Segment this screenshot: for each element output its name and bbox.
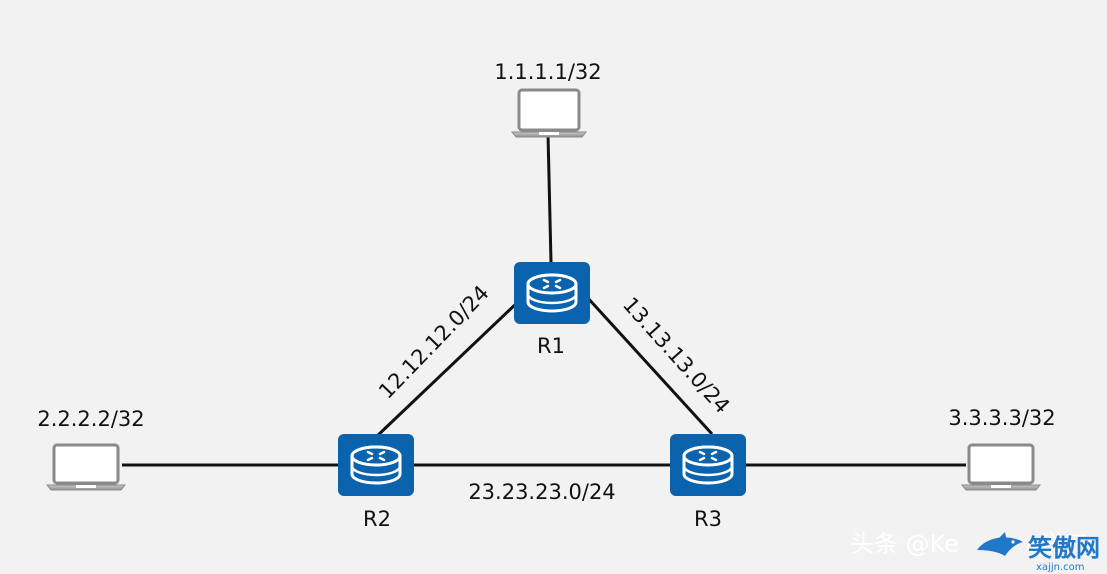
router-r2[interactable] bbox=[338, 434, 414, 496]
host-left-label: 2.2.2.2/32 bbox=[37, 407, 144, 431]
host-right-label: 3.3.3.3/32 bbox=[948, 406, 1055, 430]
laptop-icon bbox=[45, 443, 127, 491]
router-r3[interactable] bbox=[670, 434, 746, 496]
host-top-label: 1.1.1.1/32 bbox=[494, 60, 601, 84]
host-top-laptop[interactable] bbox=[510, 88, 588, 138]
router-r1[interactable] bbox=[514, 262, 590, 324]
link-r2-r3-label: 23.23.23.0/24 bbox=[468, 480, 615, 504]
laptop-icon bbox=[510, 88, 588, 138]
watermark-text-tail: a bbox=[1025, 530, 1040, 558]
shark-logo-icon bbox=[977, 532, 1023, 556]
host-right-laptop[interactable] bbox=[960, 443, 1042, 491]
link-r1-r3-label: 13.13.13.0/24 bbox=[618, 293, 734, 419]
watermark: 头条 @Ke a 说IT 笑傲网 xajjn.com bbox=[850, 530, 1100, 573]
link-r1-r3 bbox=[584, 294, 714, 436]
router-icon bbox=[338, 434, 414, 496]
router-r3-label: R3 bbox=[694, 507, 722, 531]
router-icon bbox=[514, 262, 590, 324]
router-r1-label: R1 bbox=[537, 334, 565, 358]
watermark-text-end: 说IT bbox=[1040, 530, 1086, 558]
logo-subtext: xajjn.com bbox=[1036, 562, 1084, 573]
router-r2-label: R2 bbox=[363, 507, 391, 531]
links-layer bbox=[122, 133, 966, 467]
logo-text: 笑傲网 bbox=[1028, 534, 1100, 562]
link-r1-r2 bbox=[374, 298, 522, 439]
host-left-laptop[interactable] bbox=[45, 443, 127, 491]
laptop-icon bbox=[960, 443, 1042, 491]
link-host-top-r1 bbox=[546, 133, 553, 263]
router-icon bbox=[670, 434, 746, 496]
watermark-text: 头条 @Ke bbox=[850, 530, 959, 558]
